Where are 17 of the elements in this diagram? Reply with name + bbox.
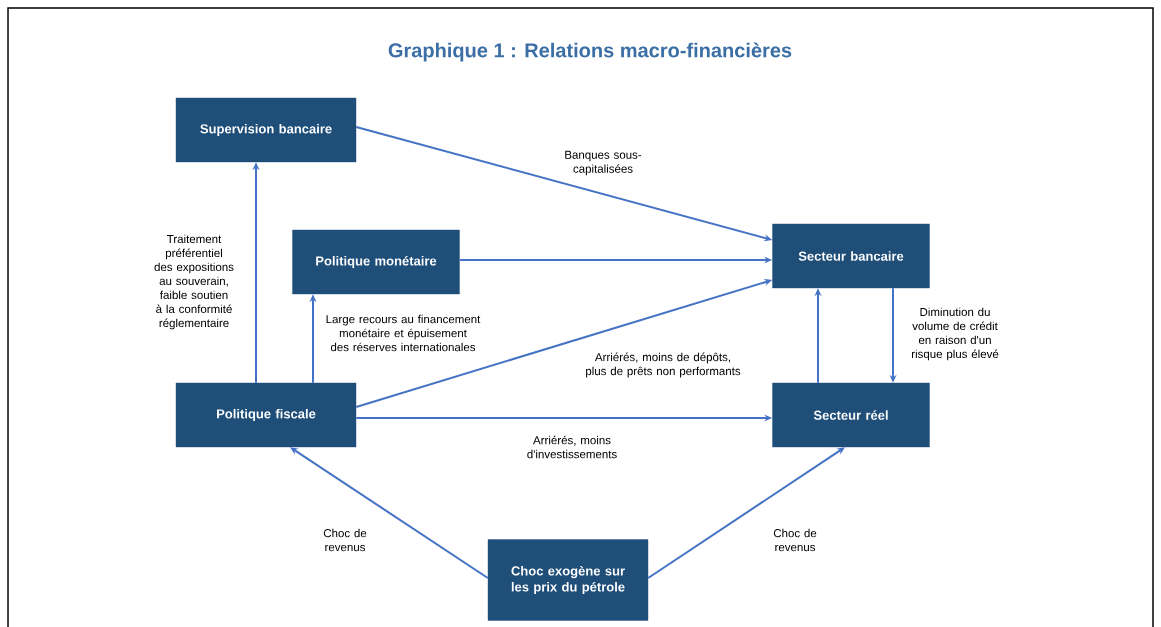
process-box: Secteur réel	[772, 382, 930, 448]
edge-label: Choc de revenus	[323, 528, 367, 552]
process-box: Secteur bancaire	[772, 223, 930, 289]
process-box: Choc exogène sur les prix du pétrole	[487, 539, 649, 621]
edge-label: Diminution du volume de crédit en raison d'un risque plus élevé	[912, 307, 999, 361]
edge-label: Arriérés, moins d'investissements	[527, 435, 617, 459]
process-box: Politique fiscale	[175, 382, 357, 448]
edge-label: Arriérés, moins de dépôts, plus de prêts non performants	[586, 352, 741, 378]
edge-label: Large recours au financement monétaire et épuisement des réserves internationales	[326, 314, 481, 352]
arrow	[647, 447, 845, 579]
process-box: Politique monétaire	[292, 229, 460, 295]
edge-label: Banques sous-capitalisées	[565, 150, 642, 176]
title: Graphique 1 : Relations macro-financières	[388, 42, 792, 62]
edge-label: Choc de revenus	[773, 528, 817, 552]
process-box: Supervision bancaire	[175, 97, 357, 163]
arrow	[290, 447, 489, 579]
edge-label: Traitement préférentiel des expositions au souverain, faible soutien à la conformité réglementaire	[154, 234, 234, 330]
